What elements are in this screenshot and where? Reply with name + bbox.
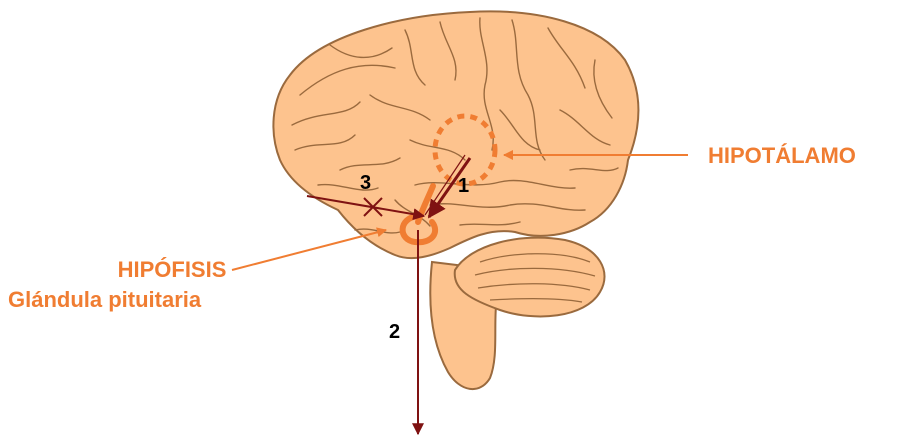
cerebrum (273, 11, 638, 258)
marker-1: 1 (458, 175, 469, 198)
marker-3: 3 (360, 172, 371, 195)
pituitary-label: HIPÓFISIS (62, 257, 282, 283)
marker-2: 2 (389, 321, 400, 344)
hypothalamus-label: HIPOTÁLAMO (708, 143, 856, 169)
pituitary-subtitle-label: Glándula pituitaria (8, 287, 201, 313)
